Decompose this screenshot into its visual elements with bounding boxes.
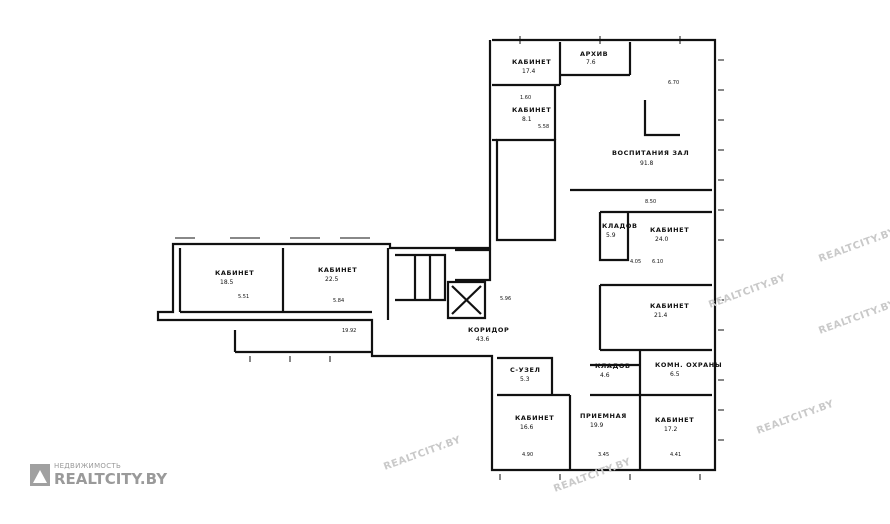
room-kab-left: КАБИНЕТ 18.5 [215, 269, 254, 286]
svg-text:ВОСПИТАНИЯ ЗАЛ: ВОСПИТАНИЯ ЗАЛ [612, 149, 689, 157]
logo-small-text: НЕДВИЖИМОСТЬ [54, 462, 122, 470]
svg-text:КАБИНЕТ: КАБИНЕТ [650, 226, 689, 234]
watermark-5: REALTCITY.BY [817, 299, 890, 337]
watermark-1: REALTCITY.BY [382, 435, 462, 473]
svg-text:17.4: 17.4 [522, 68, 536, 75]
room-kab2: КАБИНЕТ 8.1 [512, 106, 551, 123]
room-labels: КАБИНЕТ 17.4 АРХИВ 7.6 КАБИНЕТ 8.1 ВОСПИ… [215, 50, 722, 433]
room-kab-bl: КАБИНЕТ 16.6 [515, 414, 554, 431]
svg-text:КЛАДОВ: КЛАДОВ [602, 222, 638, 230]
room-koridor: КОРИДОР 43.6 [468, 326, 509, 343]
dimension-labels: 1.60 6.70 5.58 8.50 6.10 5.51 5.84 19.92… [238, 80, 681, 458]
room-kab-br: КАБИНЕТ 17.2 [655, 416, 694, 433]
svg-text:3.45: 3.45 [598, 452, 609, 458]
svg-text:КАБИНЕТ: КАБИНЕТ [215, 269, 254, 277]
svg-text:5.84: 5.84 [333, 298, 344, 304]
room-kab-right1: КАБИНЕТ 24.0 [650, 226, 689, 243]
svg-text:КОМН. ОХРАНЫ: КОМН. ОХРАНЫ [655, 361, 722, 369]
watermark-2: REALTCITY.BY [552, 457, 632, 495]
svg-text:1.60: 1.60 [520, 95, 531, 101]
svg-text:КЛАДОВ: КЛАДОВ [595, 362, 631, 370]
room-kab-right2: КАБИНЕТ 21.4 [650, 302, 689, 319]
realtcity-logo-icon [30, 464, 50, 486]
room-kab-left2: КАБИНЕТ 22.5 [318, 266, 357, 283]
svg-text:43.6: 43.6 [476, 336, 490, 343]
svg-text:КАБИНЕТ: КАБИНЕТ [515, 414, 554, 422]
room-arhiv: АРХИВ 7.6 [580, 50, 608, 66]
svg-text:5.58: 5.58 [538, 124, 549, 130]
svg-text:4.90: 4.90 [522, 452, 533, 458]
svg-text:6.5: 6.5 [670, 371, 680, 378]
svg-text:КАБИНЕТ: КАБИНЕТ [650, 302, 689, 310]
svg-text:КОРИДОР: КОРИДОР [468, 326, 509, 334]
svg-text:18.5: 18.5 [220, 279, 234, 286]
watermarks: REALTCITY.BY REALTCITY.BY REALTCITY.BY R… [382, 227, 890, 495]
svg-text:24.0: 24.0 [655, 236, 669, 243]
windows [175, 36, 724, 480]
svg-text:5.9: 5.9 [606, 232, 616, 239]
svg-text:4.41: 4.41 [670, 452, 681, 458]
watermark-3: REALTCITY.BY [707, 273, 787, 311]
svg-text:91.8: 91.8 [640, 160, 654, 167]
svg-text:ПРИЕМНАЯ: ПРИЕМНАЯ [580, 412, 627, 420]
svg-text:С-УЗЕЛ: С-УЗЕЛ [510, 366, 541, 374]
svg-text:4.6: 4.6 [600, 372, 610, 379]
svg-text:19.92: 19.92 [342, 328, 356, 334]
room-s-uzel: С-УЗЕЛ 5.3 [510, 366, 541, 383]
svg-text:8.50: 8.50 [645, 199, 656, 205]
svg-text:КАБИНЕТ: КАБИНЕТ [655, 416, 694, 424]
svg-text:АРХИВ: АРХИВ [580, 50, 608, 58]
watermark-4: REALTCITY.BY [755, 399, 835, 437]
svg-text:6.10: 6.10 [652, 259, 663, 265]
svg-text:КАБИНЕТ: КАБИНЕТ [512, 106, 551, 114]
walls [156, 38, 717, 472]
svg-text:5.51: 5.51 [238, 294, 249, 300]
svg-text:16.6: 16.6 [520, 424, 534, 431]
room-kab1: КАБИНЕТ 17.4 [512, 58, 551, 75]
room-big-hall: ВОСПИТАНИЯ ЗАЛ 91.8 [612, 149, 689, 167]
svg-text:5.3: 5.3 [520, 376, 530, 383]
svg-text:КАБИНЕТ: КАБИНЕТ [512, 58, 551, 66]
room-kladov1: КЛАДОВ 5.9 [602, 222, 638, 239]
svg-text:4.05: 4.05 [630, 259, 641, 265]
room-kom-ohr: КОМН. ОХРАНЫ 6.5 [655, 361, 722, 378]
svg-text:21.4: 21.4 [654, 312, 668, 319]
svg-text:22.5: 22.5 [325, 276, 339, 283]
room-priemn: ПРИЕМНАЯ 19.9 [580, 412, 627, 429]
svg-text:5.96: 5.96 [500, 296, 511, 302]
svg-text:КАБИНЕТ: КАБИНЕТ [318, 266, 357, 274]
svg-text:6.70: 6.70 [668, 80, 679, 86]
svg-text:19.9: 19.9 [590, 422, 604, 429]
logo-big-text: REALTCITY.BY [54, 470, 168, 488]
svg-text:17.2: 17.2 [664, 426, 678, 433]
svg-text:8.1: 8.1 [522, 116, 532, 123]
svg-text:7.6: 7.6 [586, 59, 596, 66]
watermark-6: REALTCITY.BY [817, 227, 890, 265]
room-kladov2: КЛАДОВ 4.6 [595, 362, 631, 379]
